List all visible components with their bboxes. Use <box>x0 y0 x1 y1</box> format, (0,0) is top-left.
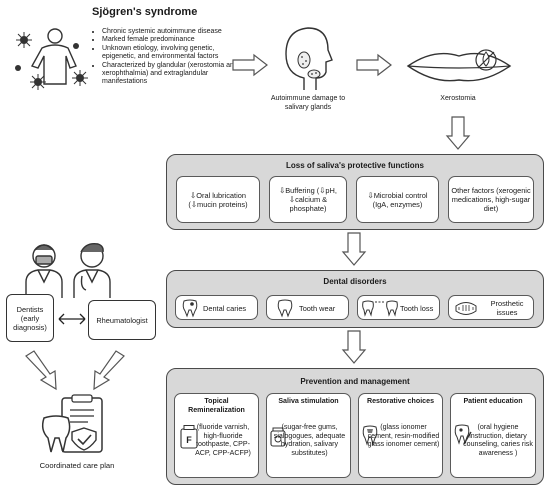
arrow-right-icon <box>356 53 392 77</box>
arrow-right-icon <box>232 53 268 77</box>
dental-card: Tooth wear <box>266 295 349 320</box>
prevention-text: (oral hygiene instruction, dietary couns… <box>463 423 533 457</box>
syndrome-bullets: Chronic systemic autoimmune disease Mark… <box>92 28 238 87</box>
prevention-card: Saliva stimulation (sugar-free gums, sia… <box>266 393 351 478</box>
dry-lips-icon <box>406 49 512 82</box>
dental-label: Dental caries <box>203 304 247 313</box>
fluoride-tube-icon: F <box>180 425 198 449</box>
dentists-box: Dentists (early diagnosis) <box>6 294 54 342</box>
dental-label: Tooth loss <box>400 304 434 313</box>
dental-label: Tooth wear <box>299 304 336 313</box>
bullet-item: Marked female predominance <box>102 36 238 44</box>
loss-card: ⇩Microbial control (IgA, enzymes) <box>356 176 439 223</box>
care-plan-clipboard-icon <box>41 394 103 453</box>
loss-panel-title: Loss of saliva's protective functions <box>286 161 424 170</box>
prevention-text: (fluoride varnish, high-fluoride toothpa… <box>195 423 251 457</box>
arrow-down-icon <box>445 116 471 150</box>
gum-jar-icon <box>270 427 286 447</box>
gland-caption: Autoimmune damage to salivary glands <box>270 95 346 111</box>
prevention-panel-title: Prevention and management <box>300 377 410 386</box>
loss-card: ⇩Buffering (⇩pH, ⇩calcium & phosphate) <box>269 176 347 223</box>
prevention-panel: Prevention and management Topical Remine… <box>166 368 544 485</box>
doctors-icon <box>25 242 111 298</box>
arrow-down-icon <box>341 330 367 364</box>
prevention-text: (glass ionomer cement, resin-modified gl… <box>367 423 440 449</box>
bullet-item: Characterized by glandular (xerostomia a… <box>102 62 238 87</box>
prevention-heading: Saliva stimulation <box>278 397 339 405</box>
patient-figure-icon <box>15 28 88 90</box>
prevention-card: Restorative choices (glass ionomer cemen… <box>358 393 443 478</box>
prevention-heading: Restorative choices <box>366 397 435 405</box>
prevention-heading: Topical Remineralization <box>188 397 245 414</box>
dental-panel-title: Dental disorders <box>323 277 387 286</box>
salivary-gland-head-icon <box>285 27 333 90</box>
loss-panel: Loss of saliva's protective functions ⇩O… <box>166 154 544 230</box>
tooth-loss-icon <box>362 300 398 317</box>
fluoride-letter: F <box>186 435 192 445</box>
prevention-text: (sugar-free gums, sialogogues, adequate … <box>273 423 346 457</box>
loss-card: ⇩Oral lubrication (⇩mucin proteins) <box>176 176 260 223</box>
bullet-item: Chronic systemic autoimmune disease <box>102 28 238 36</box>
dental-card: Prosthetic issues <box>448 295 534 320</box>
dental-card: Tooth loss <box>357 295 440 320</box>
loss-card: Other factors (xerogenic medications, hi… <box>448 176 534 223</box>
tooth-decay-icon <box>182 299 198 318</box>
mouthguard-icon <box>455 302 477 315</box>
arrow-down-icon <box>341 232 367 266</box>
prevention-card: Patient education (oral hygiene instruct… <box>450 393 536 478</box>
dental-label: Prosthetic issues <box>490 299 524 317</box>
dental-panel: Dental disorders Dental caries Tooth wea… <box>166 270 544 328</box>
xerostomia-caption: Xerostomia <box>440 95 476 102</box>
bullet-item: Unknown etiology, involving genetic, epi… <box>102 45 238 62</box>
double-arrow-icon <box>58 313 86 325</box>
arrow-diagonal-icon <box>93 350 125 391</box>
plan-caption: Coordinated care plan <box>39 461 115 470</box>
prevention-card: Topical Remineralization F (fluoride var… <box>174 393 259 478</box>
dental-card: Dental caries <box>175 295 258 320</box>
syndrome-title: Sjögren's syndrome <box>92 6 198 18</box>
tooth-icon <box>277 299 293 318</box>
toothbrush-icon <box>454 424 472 445</box>
rheumatologist-box: Rheumatologist <box>88 300 156 340</box>
prevention-heading: Patient education <box>463 397 523 405</box>
filled-tooth-icon <box>362 425 378 446</box>
arrow-diagonal-icon <box>25 350 57 391</box>
